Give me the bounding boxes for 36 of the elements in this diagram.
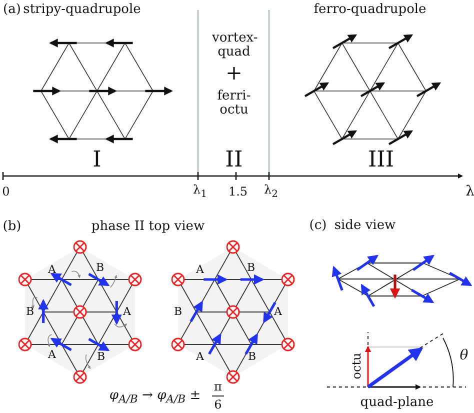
phase-numeral: II: [225, 148, 243, 172]
axis-tick-label: λ$_{2}$: [264, 184, 278, 200]
plus-sign: +: [226, 62, 242, 84]
sublattice-label: B: [246, 262, 256, 274]
sublattice-label: A: [123, 306, 131, 318]
panel-title: side view: [334, 219, 396, 233]
phase-numeral: I: [92, 148, 102, 172]
sublattice-label: B: [96, 262, 104, 274]
formula-denominator: 6: [214, 398, 222, 412]
angle-label: θ: [460, 348, 468, 364]
phase-description: vortex-quad: [212, 31, 256, 59]
panel-label: (b): [2, 220, 22, 234]
sublattice-label: A: [196, 351, 204, 363]
phase-title: stripy-quadrupole: [23, 3, 141, 17]
sublattice-label: A: [274, 306, 282, 318]
axis-label: quad-plane: [360, 396, 434, 410]
axis-tick-label: λ$_{1}$: [193, 184, 207, 200]
sublattice-label: A: [196, 264, 204, 276]
formula: φ$_{A/B}$ → φ$_{A/B}$ ±: [109, 389, 201, 405]
panel-label: (c): [309, 219, 327, 233]
formula-numerator: π: [214, 380, 222, 394]
sublattice-label: A: [48, 264, 56, 276]
panel-title: phase II top view: [91, 220, 205, 234]
sublattice-label: B: [174, 306, 182, 318]
axis-label: octu: [350, 352, 364, 380]
panel-label: (a): [3, 3, 21, 17]
phase-numeral: III: [368, 148, 394, 172]
phase-description: ferri-octu: [216, 89, 252, 117]
sublattice-label: A: [48, 349, 56, 361]
sublattice-label: B: [248, 351, 256, 363]
sublattice-label: B: [96, 351, 106, 363]
axis-title: λ: [466, 184, 474, 200]
axis-tick-label: 0: [2, 186, 10, 198]
sublattice-label: B: [26, 306, 34, 318]
phase-title: ferro-quadrupole: [314, 3, 426, 17]
axis-tick-label: 1.5: [228, 186, 248, 198]
